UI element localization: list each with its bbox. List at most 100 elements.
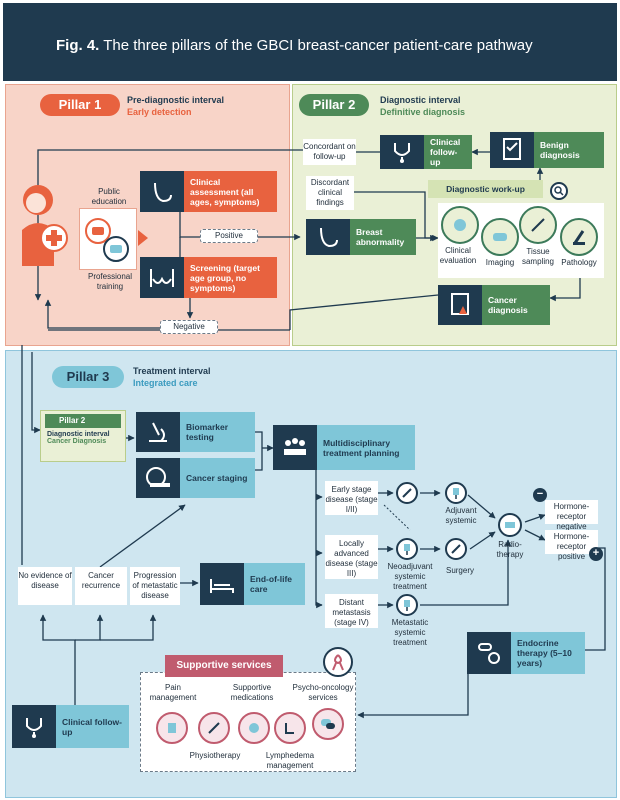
clinical-assessment-box: Clinical assessment (all ages, symptoms) bbox=[140, 171, 277, 212]
screening-label: Screening (target age group, no symptoms… bbox=[184, 257, 277, 298]
imaging-icon bbox=[481, 218, 519, 256]
mdt-planning-box: Multidisciplinary treatment planning bbox=[273, 425, 415, 470]
tissue-sampling-label: Tissue sampling bbox=[521, 247, 554, 266]
plus-icon: + bbox=[589, 547, 603, 561]
endocrine-therapy-label: Endocrine therapy (5–10 years) bbox=[511, 632, 585, 674]
clinical-evaluation-icon bbox=[441, 206, 479, 244]
professional-training-label: Professional training bbox=[87, 272, 133, 291]
discordant-label: Discordant clinical findings bbox=[306, 176, 354, 210]
endocrine-therapy-box: Endocrine therapy (5–10 years) bbox=[467, 632, 585, 674]
concordant-label: Concordant on follow-up bbox=[303, 139, 356, 165]
clinical-followup-label: Clinical follow-up bbox=[424, 135, 472, 169]
pills-icon bbox=[467, 632, 511, 674]
cancer-staging-label: Cancer staging bbox=[180, 458, 255, 498]
stethoscope-icon bbox=[380, 135, 424, 169]
pain-management-icon bbox=[156, 712, 188, 744]
clinical-assessment-label: Clinical assessment (all ages, symptoms) bbox=[184, 171, 277, 212]
distant-metastasis-label: Distant metastasis (stage IV) bbox=[325, 594, 378, 628]
pathology-icon bbox=[560, 218, 598, 256]
cancer-diagnosis-box: Cancer diagnosis bbox=[438, 285, 550, 325]
scalpel-icon bbox=[445, 538, 467, 560]
figure-title: Fig. 4. The three pillars of the GBCI br… bbox=[56, 37, 533, 54]
psycho-oncology-label: Psycho-oncology services bbox=[292, 683, 354, 702]
lymphedema-label: Lymphedema management bbox=[265, 751, 315, 770]
lymphedema-icon bbox=[274, 712, 306, 744]
report-icon bbox=[438, 285, 482, 325]
pillar-2-subtitle: Definitive diagnosis bbox=[380, 107, 466, 117]
pillar-2-title: Diagnostic interval bbox=[380, 95, 461, 105]
breast-abnormality-label: Breast abnormality bbox=[350, 219, 416, 255]
breast-icon bbox=[140, 171, 184, 212]
magnifier-icon bbox=[550, 182, 568, 200]
microscope-icon bbox=[136, 412, 180, 452]
cancer-staging-box: Cancer staging bbox=[136, 458, 255, 498]
mini-pillar-subtitle: Cancer Diagnosis bbox=[47, 438, 107, 445]
tissue-sampling-icon bbox=[519, 206, 557, 244]
public-education-label: Public education bbox=[91, 187, 127, 206]
pillar-1-badge: Pillar 1 bbox=[40, 94, 120, 116]
physiotherapy-label: Physiotherapy bbox=[189, 751, 241, 760]
adjuvant-label: Adjuvant systemic bbox=[445, 506, 477, 525]
recurrence-label: Cancer recurrence bbox=[75, 567, 127, 605]
early-stage-label: Early stage disease (stage I/II) bbox=[325, 481, 378, 515]
iv-drip-icon bbox=[396, 594, 418, 616]
ct-scanner-icon bbox=[136, 458, 180, 498]
ribbon-icon bbox=[323, 647, 353, 677]
negative-label: Negative bbox=[160, 320, 218, 334]
final-followup-box: Clinical follow-up bbox=[12, 705, 129, 748]
diagnostic-workup-label: Diagnostic work-up bbox=[428, 180, 543, 198]
pillar-2-reference: Pillar 2 Diagnostic interval Cancer Diag… bbox=[40, 410, 126, 462]
iv-drip-icon bbox=[396, 538, 418, 560]
education-panel bbox=[79, 208, 137, 270]
benign-diagnosis-label: Benign diagnosis bbox=[534, 132, 604, 168]
supportive-medications-label: Supportive medications bbox=[230, 683, 274, 702]
pathology-label: Pathology bbox=[561, 258, 597, 267]
torso-icon bbox=[140, 257, 184, 298]
end-of-life-box: End-of-life care bbox=[200, 563, 305, 605]
physiotherapy-icon bbox=[198, 712, 230, 744]
mini-pillar-badge: Pillar 2 bbox=[45, 414, 121, 428]
medications-icon bbox=[238, 712, 270, 744]
header-banner: Fig. 4. The three pillars of the GBCI br… bbox=[3, 3, 617, 81]
locally-advanced-label: Locally advanced disease (stage III) bbox=[325, 535, 378, 579]
scalpel-icon bbox=[396, 482, 418, 504]
pillar-1-subtitle: Early detection bbox=[127, 107, 192, 117]
stethoscope-icon bbox=[12, 705, 56, 748]
clinical-evaluation-label: Clinical evaluation bbox=[439, 246, 477, 265]
cancer-diagnosis-label: Cancer diagnosis bbox=[482, 285, 550, 325]
imaging-label: Imaging bbox=[485, 258, 515, 267]
pillar-3-badge: Pillar 3 bbox=[52, 366, 124, 388]
clinical-followup-box: Clinical follow-up bbox=[380, 135, 472, 169]
neoadjuvant-label: Neoadjuvant systemic treatment bbox=[387, 562, 433, 591]
no-evidence-label: No evidence of disease bbox=[18, 567, 72, 605]
end-of-life-label: End-of-life care bbox=[244, 563, 305, 605]
breast-icon bbox=[306, 219, 350, 255]
patient-figure bbox=[14, 178, 74, 268]
progression-label: Progression of metastatic disease bbox=[130, 567, 180, 605]
mini-pillar-title: Diagnostic interval bbox=[47, 431, 110, 438]
screening-box: Screening (target age group, no symptoms… bbox=[140, 257, 277, 298]
pillar-1-panel bbox=[5, 84, 290, 346]
mdt-planning-label: Multidisciplinary treatment planning bbox=[317, 425, 415, 470]
radiotherapy-label: Radio-therapy bbox=[496, 540, 524, 559]
biomarker-testing-label: Biomarker testing bbox=[180, 412, 255, 452]
biomarker-testing-box: Biomarker testing bbox=[136, 412, 255, 452]
positive-label: Positive bbox=[200, 229, 258, 243]
psycho-oncology-icon bbox=[312, 708, 344, 740]
metastatic-label: Metastatic systemic treatment bbox=[391, 618, 429, 647]
pillar-1-title: Pre-diagnostic interval bbox=[127, 95, 225, 105]
surgery-label: Surgery bbox=[445, 566, 474, 575]
pain-management-label: Pain management bbox=[149, 683, 197, 702]
pillar-3-title: Treatment interval bbox=[133, 366, 211, 376]
arrow-right-icon bbox=[138, 230, 148, 246]
radiotherapy-icon bbox=[498, 513, 522, 537]
bed-icon bbox=[200, 563, 244, 605]
report-icon bbox=[490, 132, 534, 168]
iv-drip-icon bbox=[445, 482, 467, 504]
pillar-3-subtitle: Integrated care bbox=[133, 378, 198, 388]
minus-icon: − bbox=[533, 488, 547, 502]
hr-negative-label: Hormone-receptor negative bbox=[545, 500, 598, 531]
breast-abnormality-box: Breast abnormality bbox=[306, 219, 416, 255]
